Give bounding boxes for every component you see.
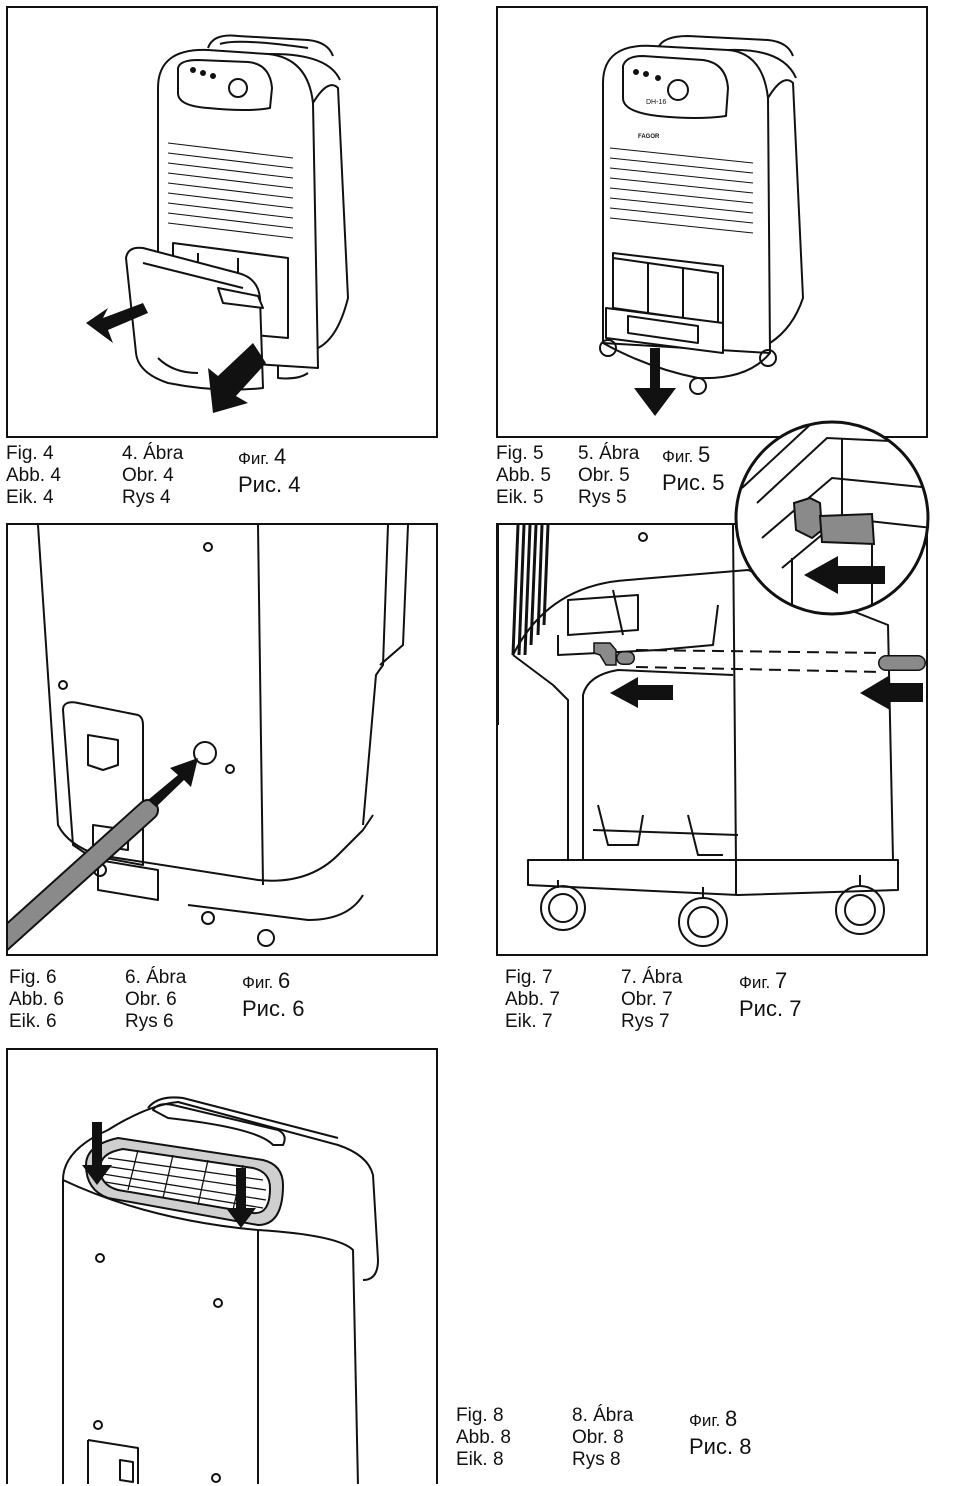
caption-line: Fig. 7 [505, 967, 553, 988]
caption-line: Abb. 6 [9, 989, 64, 1010]
caption-ris: Рис. 6 [242, 996, 305, 1021]
caption-line: 6. Ábra [125, 967, 187, 988]
caption-line: Fig. 8 [456, 1405, 504, 1426]
figure-4-panel [6, 6, 438, 438]
down-arrow [634, 348, 676, 416]
fig8-caption-latin: Fig. 8 Abb. 8 Eik. 8 [456, 1405, 511, 1471]
caption-fig-prefix: Фиг. [689, 1411, 721, 1430]
fig4-caption-ru: Фиг. 4 Рис. 4 [238, 444, 300, 498]
press-arrow-left [82, 1122, 112, 1185]
figure-4-illustration [86, 34, 349, 413]
caption-line: Abb. 7 [505, 989, 560, 1010]
caption-fig-prefix: Фиг. [242, 973, 274, 992]
insert-arrow [148, 758, 198, 807]
press-arrow-right [226, 1168, 256, 1228]
caption-line: Eik. 6 [9, 1011, 57, 1032]
figure-6-illustration [8, 525, 409, 951]
fig8-caption-hu: 8. Ábra Obr. 8 Rys 8 [572, 1405, 633, 1471]
caption-fig-prefix: Фиг. [238, 449, 270, 468]
caption-line: Obr. 8 [572, 1427, 624, 1448]
brand-label: FAGOR [638, 134, 660, 140]
model-label: DH-16 [646, 99, 666, 106]
caption-line: Rys 6 [125, 1011, 174, 1032]
caption-line: Fig. 5 [496, 443, 544, 464]
arrow-left [610, 677, 673, 708]
figure-8-panel [6, 1048, 438, 1484]
caption-line: Obr. 7 [621, 989, 673, 1010]
fig4-caption-hu: 4. Ábra Obr. 4 Rys 4 [122, 443, 183, 509]
drain-spout [593, 642, 617, 666]
caption-line: Eik. 7 [505, 1011, 553, 1032]
caption-line: Abb. 5 [496, 465, 551, 486]
caption-line: Fig. 4 [6, 443, 54, 464]
caption-fig-num: 8 [725, 1406, 738, 1431]
detail-magnifier [734, 420, 930, 616]
figure-7-illustration [498, 525, 926, 947]
caption-line: Obr. 4 [122, 465, 174, 486]
fig7-caption-latin: Fig. 7 Abb. 7 Eik. 7 [505, 967, 560, 1033]
caption-line: 5. Ábra [578, 443, 640, 464]
caption-fig-prefix: Фиг. [662, 447, 694, 466]
drain-hose [8, 801, 157, 949]
caption-fig-prefix: Фиг. [739, 973, 771, 992]
caption-ris: Рис. 4 [238, 472, 301, 497]
fig6-caption-ru: Фиг. 6 Рис. 6 [242, 968, 304, 1022]
caption-line: 8. Ábra [572, 1405, 634, 1426]
caption-ris: Рис. 8 [689, 1434, 752, 1459]
fig7-caption-ru: Фиг. 7 Рис. 7 [739, 968, 801, 1022]
caption-line: Rys 5 [578, 487, 627, 508]
figure-8-illustration [62, 1096, 379, 1484]
caption-line: Eik. 4 [6, 487, 54, 508]
pull-arrows [86, 303, 266, 413]
caption-line: 7. Ábra [621, 967, 683, 988]
fig6-caption-hu: 6. Ábra Obr. 6 Rys 6 [125, 967, 186, 1033]
caption-line: Eik. 8 [456, 1449, 504, 1470]
figure-5-panel: DH-16 FAGOR [496, 6, 928, 438]
fig5-caption-hu: 5. Ábra Obr. 5 Rys 5 [578, 443, 639, 509]
figure-5-illustration: DH-16 FAGOR [599, 35, 804, 416]
caption-line: Abb. 8 [456, 1427, 511, 1448]
caption-line: Fig. 6 [9, 967, 57, 988]
fig8-caption-ru: Фиг. 8 Рис. 8 [689, 1406, 751, 1460]
fig4-caption-latin: Fig. 4 Abb. 4 Eik. 4 [6, 443, 61, 509]
fig6-caption-latin: Fig. 6 Abb. 6 Eik. 6 [9, 967, 64, 1033]
caption-line: Obr. 6 [125, 989, 177, 1010]
caption-line: Rys 4 [122, 487, 171, 508]
caption-line: 4. Ábra [122, 443, 184, 464]
caption-ris: Рис. 7 [739, 996, 802, 1021]
caption-line: Eik. 5 [496, 487, 544, 508]
connect-arrow [804, 556, 885, 594]
caption-fig-num: 6 [278, 968, 291, 993]
caption-ris: Рис. 5 [662, 470, 725, 495]
caption-fig-num: 5 [698, 442, 711, 467]
caption-fig-num: 7 [775, 968, 788, 993]
figure-6-panel [6, 523, 438, 956]
arrow-right [860, 675, 923, 710]
caption-fig-num: 4 [274, 444, 287, 469]
caption-line: Abb. 4 [6, 465, 61, 486]
caption-line: Obr. 5 [578, 465, 630, 486]
caption-line: Rys 7 [621, 1011, 670, 1032]
caption-line: Rys 8 [572, 1449, 621, 1470]
fig5-caption-latin: Fig. 5 Abb. 5 Eik. 5 [496, 443, 551, 509]
fig7-caption-hu: 7. Ábra Obr. 7 Rys 7 [621, 967, 682, 1033]
fig5-caption-ru: Фиг. 5 Рис. 5 [662, 442, 724, 496]
